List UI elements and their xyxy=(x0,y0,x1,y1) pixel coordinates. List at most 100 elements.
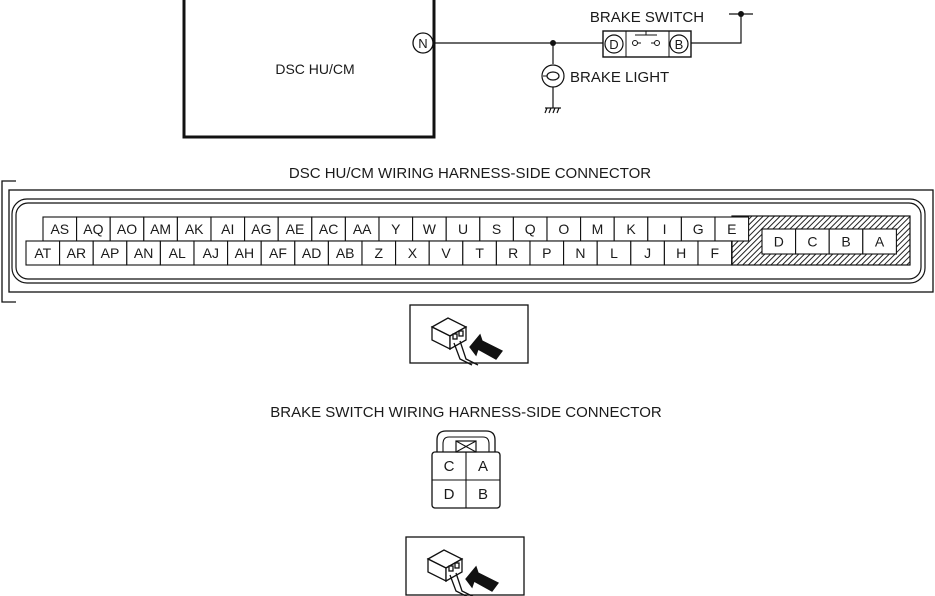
svg-text:AB: AB xyxy=(336,245,355,261)
svg-text:B: B xyxy=(841,234,850,250)
pin-o: O xyxy=(546,216,582,242)
dsc-module-label: DSC HU/CM xyxy=(275,61,354,77)
svg-text:AL: AL xyxy=(169,245,186,261)
pin-q: Q xyxy=(512,216,548,242)
svg-text:T: T xyxy=(475,245,484,261)
svg-text:B: B xyxy=(675,37,684,52)
pin-ap: AP xyxy=(92,240,128,266)
brake-pin-c: C xyxy=(444,458,455,475)
connector-latch xyxy=(1,180,16,303)
pin-aj: AJ xyxy=(193,240,229,266)
svg-text:E: E xyxy=(727,221,736,237)
pin-ab: AB xyxy=(327,240,363,266)
svg-text:U: U xyxy=(458,221,468,237)
svg-text:AI: AI xyxy=(221,221,234,237)
brake-pin-a: A xyxy=(478,458,488,475)
pin-i: I xyxy=(647,216,682,242)
brake-light-icon xyxy=(541,64,565,88)
svg-text:AS: AS xyxy=(50,221,69,237)
svg-text:AO: AO xyxy=(117,221,137,237)
svg-text:AG: AG xyxy=(251,221,271,237)
svg-text:J: J xyxy=(644,245,651,261)
pin-ai: AI xyxy=(210,216,246,242)
pin-f: F xyxy=(697,240,733,266)
svg-text:AM: AM xyxy=(150,221,171,237)
harness-side-view-icon xyxy=(409,304,529,366)
pin-z: Z xyxy=(361,240,397,266)
svg-text:AJ: AJ xyxy=(203,245,219,261)
pin-aa: AA xyxy=(344,216,380,242)
pin-ak: AK xyxy=(176,216,212,242)
pin-h: H xyxy=(663,240,699,266)
pin-am: AM xyxy=(143,216,178,242)
pin-t: T xyxy=(462,240,497,266)
schematic: DSC HU/CM N BRAKE LIGHT BRAKE SWITCH xyxy=(182,0,753,139)
pin-d: D xyxy=(761,228,797,255)
pin-ac: AC xyxy=(311,216,346,242)
pin-n: N xyxy=(563,240,598,266)
svg-text:D: D xyxy=(609,37,618,52)
brake-switch-label: BRAKE SWITCH xyxy=(590,9,704,26)
svg-text:Q: Q xyxy=(525,221,536,237)
svg-text:AQ: AQ xyxy=(83,221,103,237)
svg-text:K: K xyxy=(626,221,636,237)
svg-text:AP: AP xyxy=(101,245,120,261)
pin-w: W xyxy=(412,216,447,242)
lock-mark-icon xyxy=(455,440,477,453)
svg-text:AF: AF xyxy=(269,245,287,261)
svg-text:W: W xyxy=(423,221,437,237)
svg-text:AH: AH xyxy=(235,245,254,261)
svg-text:V: V xyxy=(441,245,451,261)
pin-k: K xyxy=(613,216,649,242)
pin-an: AN xyxy=(126,240,161,266)
svg-text:AT: AT xyxy=(34,245,51,261)
svg-text:A: A xyxy=(875,234,885,250)
pin-ah: AH xyxy=(227,240,262,266)
pin-r: R xyxy=(495,240,531,266)
pin-y: Y xyxy=(378,216,414,242)
svg-text:R: R xyxy=(508,245,518,261)
svg-text:N: N xyxy=(418,36,427,51)
brake-connector-title: BRAKE SWITCH WIRING HARNESS-SIDE CONNECT… xyxy=(270,404,662,421)
pin-c: C xyxy=(795,228,830,255)
svg-text:AC: AC xyxy=(319,221,338,237)
svg-text:I: I xyxy=(663,221,667,237)
pin-af: AF xyxy=(260,240,296,266)
pin-x: X xyxy=(395,240,430,266)
dsc-connector-title: DSC HU/CM WIRING HARNESS-SIDE CONNECTOR xyxy=(289,165,651,182)
switch-terminal-b: B xyxy=(669,34,689,54)
supply-junction-dot xyxy=(738,11,744,17)
pin-s: S xyxy=(479,216,514,242)
brake-light-label: BRAKE LIGHT xyxy=(570,69,669,86)
pin-al: AL xyxy=(159,240,195,266)
brake-switch-connector: C A D B xyxy=(431,430,501,509)
pin-at: AT xyxy=(25,240,61,266)
svg-text:D: D xyxy=(774,234,784,250)
svg-text:AN: AN xyxy=(134,245,153,261)
svg-text:N: N xyxy=(575,245,585,261)
brake-pin-grid: C A D B xyxy=(444,458,488,503)
svg-text:AA: AA xyxy=(353,221,372,237)
pin-as: AS xyxy=(42,216,78,242)
pin-ae: AE xyxy=(277,216,313,242)
svg-text:L: L xyxy=(610,245,618,261)
svg-text:G: G xyxy=(693,221,704,237)
svg-text:X: X xyxy=(408,245,418,261)
pin-g: G xyxy=(680,216,716,242)
brake-pin-d: D xyxy=(444,486,455,503)
pin-ar: AR xyxy=(59,240,94,266)
svg-text:H: H xyxy=(676,245,686,261)
svg-text:P: P xyxy=(542,245,551,261)
module-terminal: N xyxy=(412,32,434,54)
pin-l: L xyxy=(596,240,632,266)
pin-b: B xyxy=(828,228,864,255)
svg-text:AK: AK xyxy=(185,221,204,237)
brake-pin-b: B xyxy=(478,486,488,503)
pin-v: V xyxy=(428,240,464,266)
svg-text:O: O xyxy=(558,221,569,237)
pin-a: A xyxy=(862,228,897,255)
